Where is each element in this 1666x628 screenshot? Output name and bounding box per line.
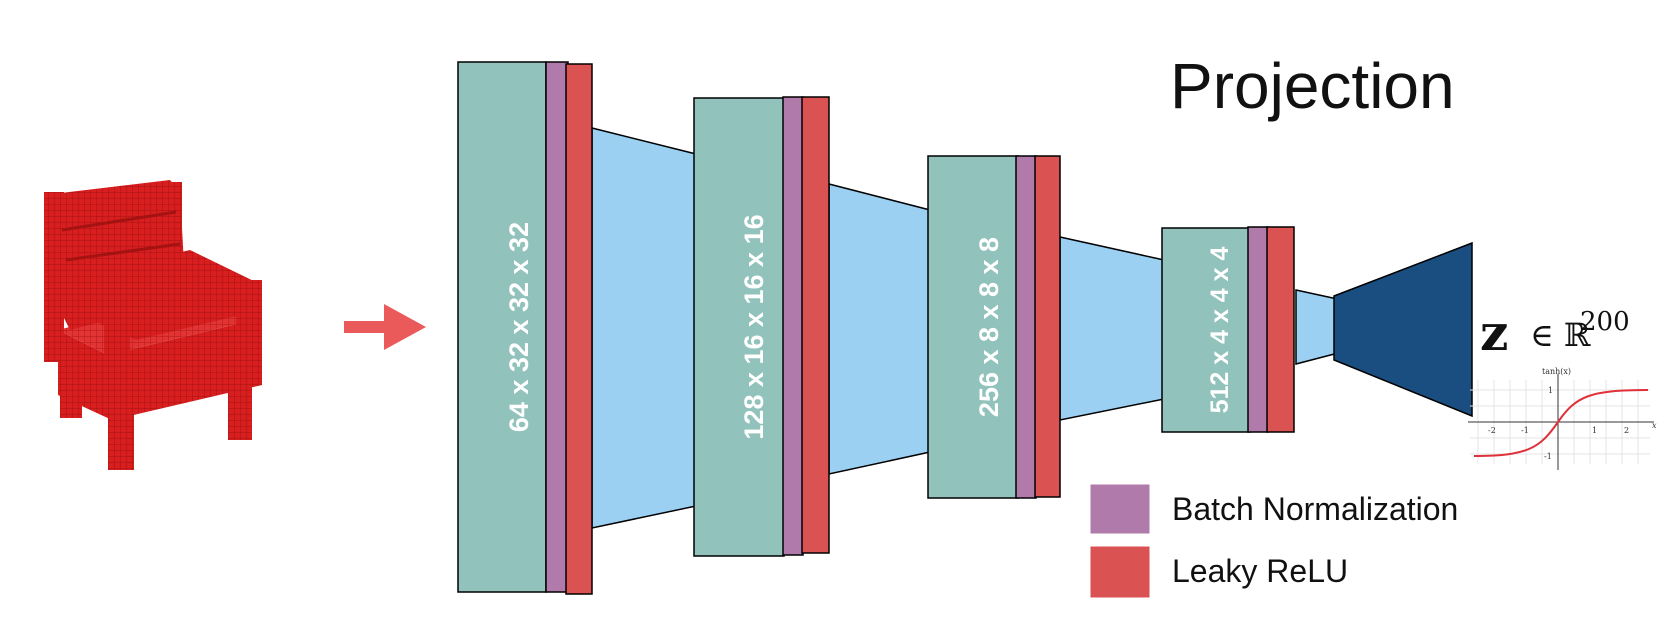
input-arrow xyxy=(344,304,426,350)
tanh-ytick-neg1: -1 xyxy=(1544,452,1552,461)
tanh-xtick-neg2: -2 xyxy=(1488,426,1496,435)
tanh-title: tanh(x) xyxy=(1542,367,1571,376)
legend-label-leaky-relu: Leaky ReLU xyxy=(1172,553,1348,589)
layer-label-4: 512 x 4 x 4 x 4 xyxy=(1206,247,1234,414)
latent-dimension: 200 xyxy=(1580,307,1630,337)
layer-label-1: 64 x 32 x 32 x 32 xyxy=(504,222,534,432)
latent-vector-label: z ∈ ℝ 200 xyxy=(1480,303,1630,362)
connector-3-4 xyxy=(1059,236,1165,421)
projection-block xyxy=(1333,241,1473,418)
tanh-xaxis-label: x xyxy=(1652,421,1657,430)
latent-symbol: z xyxy=(1480,303,1508,362)
latent-relation: ∈ ℝ xyxy=(1530,316,1591,354)
layer-block-1: 64 x 32 x 32 x 32 xyxy=(457,61,593,595)
tanh-xtick-1: 1 xyxy=(1592,426,1597,435)
layer-block-3: 256 x 8 x 8 x 8 xyxy=(927,155,1061,499)
legend-swatch-batch-norm xyxy=(1089,483,1151,535)
tanh-xtick-2: 2 xyxy=(1624,426,1629,435)
voxel-chair-image xyxy=(44,180,262,470)
layer-label-2: 128 x 16 x 16 x 16 xyxy=(739,214,769,439)
connectors xyxy=(591,127,1343,529)
connector-2-3 xyxy=(828,183,931,475)
legend-label-batch-norm: Batch Normalization xyxy=(1172,491,1458,527)
layer-block-4: 512 x 4 x 4 x 4 xyxy=(1161,226,1295,433)
legend: Batch Normalization Leaky ReLU xyxy=(1089,483,1458,599)
connector-1-2 xyxy=(591,127,697,529)
layer-block-2: 128 x 16 x 16 x 16 xyxy=(693,96,830,557)
diagram-title: Projection xyxy=(1170,50,1455,122)
legend-swatch-leaky-relu xyxy=(1089,545,1151,599)
tanh-ytick-1: 1 xyxy=(1548,386,1553,395)
tanh-plot: tanh(x) 1 -1 -2 -1 1 2 x xyxy=(1468,367,1657,470)
tanh-xtick-neg1: -1 xyxy=(1521,426,1529,435)
layer-label-3: 256 x 8 x 8 x 8 xyxy=(974,237,1004,417)
